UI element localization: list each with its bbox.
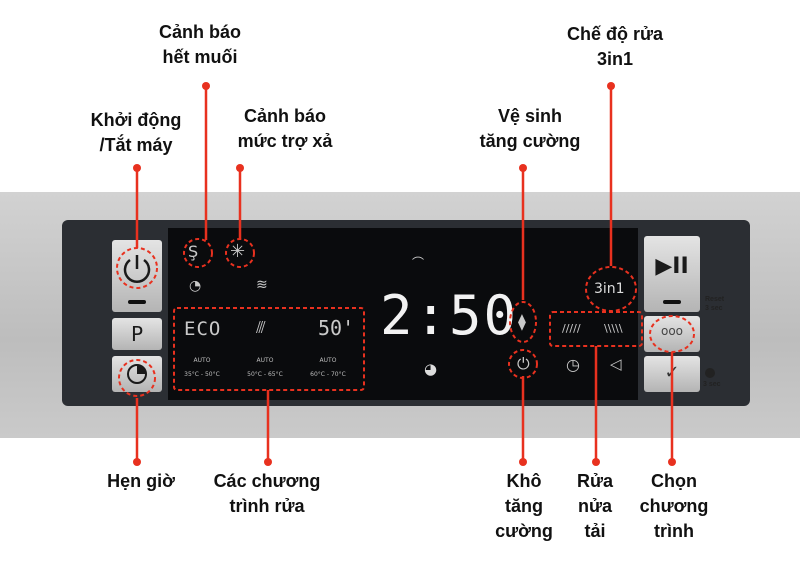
extra-dry-icon: ⏻ bbox=[517, 354, 530, 373]
auto-label-1: AUTO bbox=[193, 357, 211, 364]
annotation-half-load: Rửa nửa tải bbox=[576, 471, 614, 541]
temp-range-3: 60°C - 70°C bbox=[310, 371, 346, 378]
program-button[interactable]: P bbox=[112, 318, 162, 350]
annotation-wash-programs: Các chương trình rửa bbox=[213, 471, 321, 516]
lock-time-label: 3 sec bbox=[703, 381, 721, 388]
spray-arm-icon: ⌒ bbox=[412, 256, 425, 270]
hygiene-icon: ⧫ bbox=[518, 312, 526, 331]
annotation-extra-dry: Khô tăng cường bbox=[495, 471, 553, 541]
power-button[interactable] bbox=[112, 240, 162, 312]
auto-label-3: AUTO bbox=[319, 357, 337, 364]
options-icon: ooo bbox=[660, 324, 684, 338]
display-screen bbox=[168, 228, 638, 400]
power-icon bbox=[112, 252, 162, 290]
annotation-salt-warning: Cảnh báo hết muối bbox=[158, 22, 241, 67]
quick-wash-icon: ≋ bbox=[256, 277, 268, 293]
timer-display-icon: ◕ bbox=[424, 360, 438, 378]
annotation-timer: Hẹn giờ bbox=[107, 471, 175, 491]
temp-range-2: 50°C - 65°C bbox=[247, 371, 283, 378]
timer-icon bbox=[112, 360, 162, 392]
mode-3in1-label: 3in1 bbox=[594, 281, 625, 297]
start-pause-icon: ▶II bbox=[655, 254, 689, 279]
intensive-program-icon: ⫻ bbox=[256, 318, 266, 337]
options-button[interactable]: ooo bbox=[644, 316, 700, 352]
delay-timer-icon: ◷ bbox=[566, 355, 580, 374]
start-led bbox=[663, 300, 681, 304]
annotation-power: Khởi động /Tắt máy bbox=[90, 110, 182, 155]
annotation-3in1: Chế độ rửa 3in1 bbox=[566, 24, 664, 69]
upper-basket-icon: ///// bbox=[562, 322, 581, 335]
annotation-select-program: Chọn chương trình bbox=[639, 471, 709, 541]
power-led bbox=[128, 300, 146, 304]
start-pause-button[interactable]: ▶II bbox=[644, 236, 700, 312]
reset-label: Reset bbox=[705, 296, 725, 303]
time-display: 2:50 bbox=[380, 284, 519, 347]
lower-basket-icon: \\\\\ bbox=[604, 322, 623, 335]
annotation-rinse-warning: Cảnh báo mức trợ xả bbox=[237, 106, 333, 151]
sound-icon: ◁ bbox=[610, 355, 622, 373]
eco-program: ECO bbox=[184, 318, 222, 340]
salt-warning-icon: Ş bbox=[188, 242, 199, 261]
temp-range-1: 35°C - 50°C bbox=[184, 371, 220, 378]
water-drop-icon: ◔ bbox=[189, 278, 202, 294]
reset-time-label: 3 sec bbox=[705, 305, 723, 312]
rinse-aid-warning-icon: ✳ bbox=[230, 241, 246, 262]
auto-label-2: AUTO bbox=[256, 357, 274, 364]
program-button-label: P bbox=[130, 322, 144, 346]
child-lock-icon bbox=[705, 368, 715, 378]
annotation-intensive-hygiene: Vệ sinh tăng cường bbox=[479, 106, 581, 151]
quick-program: 50' bbox=[318, 316, 355, 340]
